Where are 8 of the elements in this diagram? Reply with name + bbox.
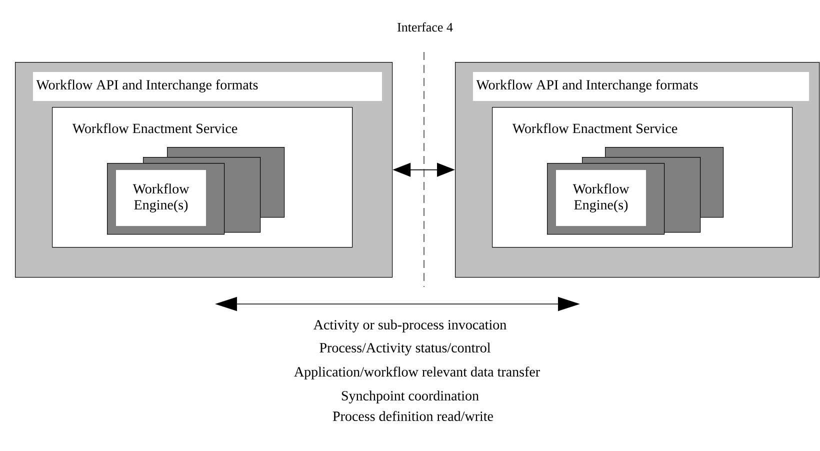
engine-card: Workflow Engine(s) [547, 163, 665, 235]
interaction-label: Application/workflow relevant data transfer [294, 366, 540, 380]
title: Interface 4 [398, 22, 453, 32]
interaction-label: Process/Activity status/control [320, 342, 490, 356]
engine-card: Workflow Engine(s) [107, 163, 225, 235]
interaction-label: Activity or sub-process invocation [314, 320, 506, 332]
interaction-label: Process definition read/write [332, 411, 493, 421]
interaction-label: Synchpoint coordination [342, 390, 479, 404]
